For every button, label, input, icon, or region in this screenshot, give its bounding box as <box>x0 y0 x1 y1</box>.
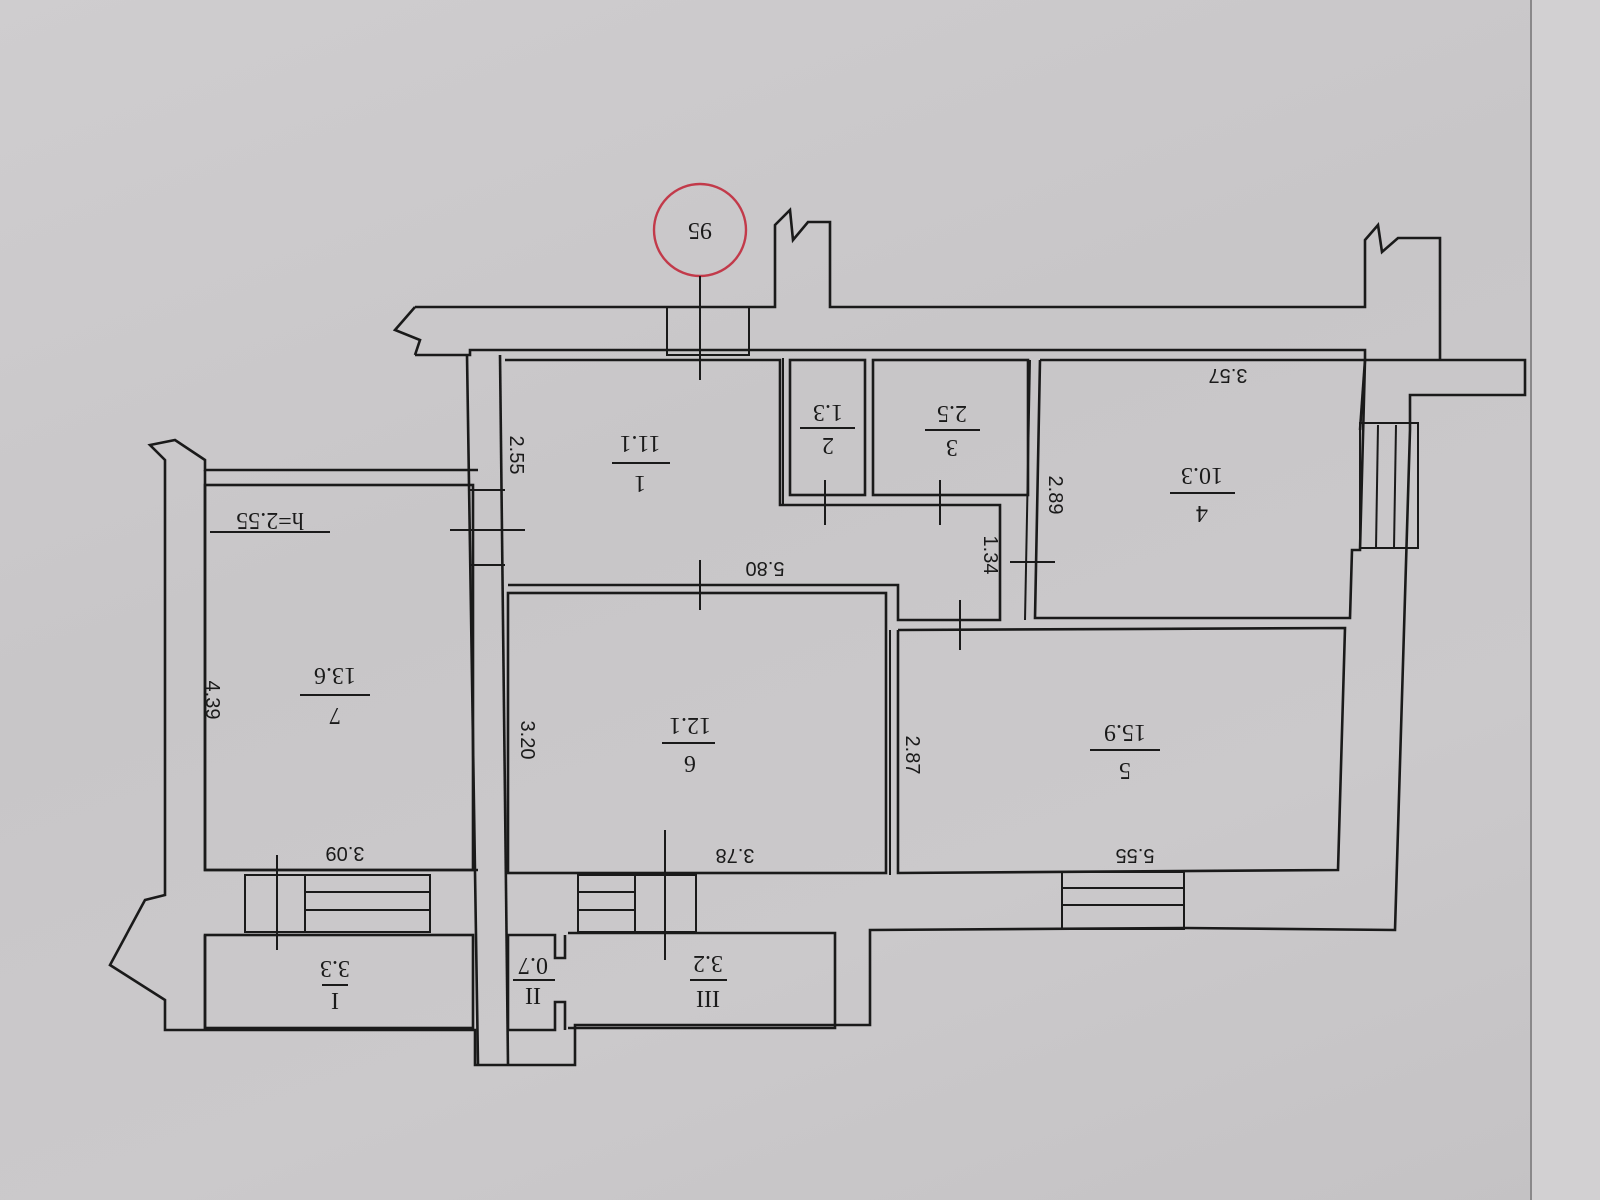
svg-text:15.9: 15.9 <box>1104 719 1146 745</box>
svg-text:2.5: 2.5 <box>937 400 967 426</box>
svg-text:3.20: 3.20 <box>516 721 538 760</box>
room-2: 2 1.3 <box>782 358 867 525</box>
svg-text:5: 5 <box>1119 757 1131 783</box>
svg-text:1.3: 1.3 <box>813 399 843 425</box>
svg-text:5.55: 5.55 <box>1116 844 1155 866</box>
svg-text:3.78: 3.78 <box>716 844 755 866</box>
svg-text:5.80: 5.80 <box>746 557 785 579</box>
svg-text:2.87: 2.87 <box>901 736 923 775</box>
svg-text:10.3: 10.3 <box>1181 462 1223 488</box>
room-5: 5 15.9 2.87 5.55 <box>889 626 1347 875</box>
room-3: 3 2.5 <box>871 358 1030 525</box>
room-7: h=2.55 7 13.6 4.39 3.09 <box>201 483 475 872</box>
right-window <box>1359 422 1419 549</box>
outer-walls <box>108 207 1527 1067</box>
svg-text:II: II <box>525 982 541 1008</box>
apartment-marker: 95 <box>652 182 748 380</box>
svg-text:13.6: 13.6 <box>314 662 356 688</box>
balcony-III: III 3.2 <box>568 931 837 1030</box>
svg-text:0.7: 0.7 <box>518 952 548 978</box>
room-1: 1 11.1 2.55 5.80 1.34 <box>505 358 1055 650</box>
corridor-wall <box>450 354 525 1066</box>
svg-text:4.39: 4.39 <box>201 681 223 720</box>
svg-text:III: III <box>696 985 720 1011</box>
svg-text:3.2: 3.2 <box>693 950 723 976</box>
svg-text:7: 7 <box>329 702 341 728</box>
balcony-I: I 3.3 <box>203 933 475 1030</box>
svg-text:3.09: 3.09 <box>326 842 365 864</box>
svg-text:6: 6 <box>684 750 696 776</box>
svg-text:2: 2 <box>822 432 834 458</box>
svg-text:3.57: 3.57 <box>1209 364 1248 386</box>
storage-II: II 0.7 <box>506 933 567 1032</box>
entrance-opening <box>666 306 750 356</box>
svg-text:3.3: 3.3 <box>320 955 350 981</box>
svg-text:12.1: 12.1 <box>669 712 711 738</box>
svg-text:1: 1 <box>634 470 646 496</box>
bottom-windows <box>244 830 1185 960</box>
svg-text:4: 4 <box>1196 500 1208 526</box>
svg-text:I: I <box>331 987 339 1013</box>
room-6: 6 12.1 3.20 3.78 <box>506 591 888 875</box>
svg-text:1.34: 1.34 <box>979 536 1001 575</box>
svg-text:2.89: 2.89 <box>1044 476 1066 515</box>
svg-text:3: 3 <box>946 434 958 460</box>
room-4: 4 10.3 3.57 2.89 <box>1024 358 1367 621</box>
paper-edge <box>1530 0 1600 1200</box>
svg-text:11.1: 11.1 <box>619 430 660 456</box>
svg-text:2.55: 2.55 <box>505 436 527 475</box>
ceiling-height: h=2.55 <box>236 507 304 533</box>
marker-label: 95 <box>688 217 712 243</box>
